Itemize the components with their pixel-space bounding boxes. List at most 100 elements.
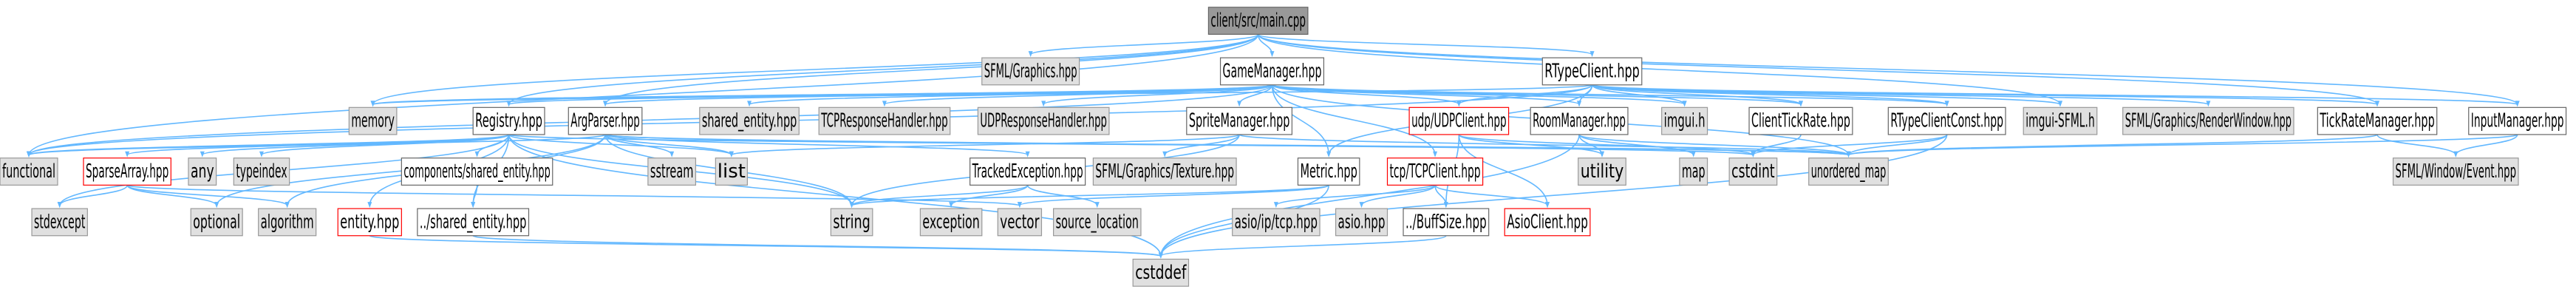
edge-line bbox=[1257, 33, 2378, 105]
node-renderwin[interactable]: SFML/Graphics/RenderWindow.hpp bbox=[2122, 106, 2294, 135]
node-udpclient[interactable]: udp/UDPClient.hpp bbox=[1408, 106, 1510, 135]
node-optional[interactable]: optional bbox=[190, 208, 243, 237]
node-vector[interactable]: vector bbox=[997, 208, 1043, 237]
edge-line bbox=[950, 184, 1029, 206]
node-sfml_tex[interactable]: SFML/Graphics/Texture.hpp bbox=[1092, 158, 1237, 186]
node-algorithm[interactable]: algorithm bbox=[258, 208, 317, 237]
node-label: memory bbox=[351, 110, 395, 132]
node-tracked[interactable]: TrackedException.hpp bbox=[970, 158, 1086, 186]
edge-line bbox=[1257, 33, 1593, 55]
node-imguisfml[interactable]: imgui-SFML.h bbox=[2023, 106, 2098, 135]
edge-main-to-gm bbox=[1257, 34, 1275, 58]
node-box bbox=[1219, 57, 1325, 86]
node-entity[interactable]: entity.hpp bbox=[337, 208, 402, 237]
edge-line bbox=[851, 184, 1029, 206]
node-asioclient[interactable]: AsioClient.hpp bbox=[1504, 208, 1591, 237]
node-box bbox=[1408, 106, 1510, 135]
node-box bbox=[258, 208, 317, 237]
edge-rtc-to-ctickrate bbox=[1591, 84, 1803, 107]
edge-line bbox=[1160, 134, 1580, 257]
node-shared_ent[interactable]: shared_entity.hpp bbox=[699, 106, 800, 135]
edge-rtc-to-imgui bbox=[1591, 84, 1687, 107]
node-sparsearray[interactable]: SparseArray.hpp bbox=[83, 158, 171, 186]
edge-arrowhead bbox=[57, 202, 62, 209]
node-sstream[interactable]: sstream bbox=[647, 158, 697, 186]
edge-line bbox=[884, 84, 1273, 106]
node-exception[interactable]: exception bbox=[919, 208, 983, 237]
node-box bbox=[188, 158, 217, 186]
edge-gm-to-spritemgr bbox=[1237, 84, 1273, 107]
node-imgui[interactable]: imgui.h bbox=[1661, 106, 1708, 135]
node-box bbox=[2392, 158, 2519, 186]
node-any[interactable]: any bbox=[188, 158, 217, 186]
node-spritemgr[interactable]: SpriteManager.hpp bbox=[1186, 106, 1292, 135]
node-label: TickRateManager.hpp bbox=[2320, 110, 2435, 132]
edge-line bbox=[1752, 134, 1948, 156]
node-utility[interactable]: utility bbox=[1578, 158, 1626, 186]
node-unordered[interactable]: unordered_map bbox=[1808, 158, 1889, 186]
edge-registry-to-typeindex bbox=[259, 134, 510, 158]
edge-line bbox=[126, 184, 288, 206]
edge-arrowhead bbox=[1751, 151, 1756, 158]
node-gm[interactable]: GameManager.hpp bbox=[1219, 57, 1325, 86]
node-memory[interactable]: memory bbox=[348, 106, 398, 135]
edge-arrowhead bbox=[200, 151, 205, 158]
node-comp_shared[interactable]: components/shared_entity.hpp bbox=[401, 158, 553, 186]
edge-spritemgr-to-sfml_tex bbox=[1162, 134, 1240, 158]
node-stdexcept[interactable]: stdexcept bbox=[31, 208, 88, 237]
node-functional[interactable]: functional bbox=[0, 158, 58, 186]
node-sfml_event[interactable]: SFML/Window/Event.hpp bbox=[2392, 158, 2519, 186]
node-label: stdexcept bbox=[34, 211, 85, 233]
edge-metric-to-vector bbox=[1017, 184, 1329, 209]
node-label: InputManager.hpp bbox=[2471, 110, 2564, 132]
node-string[interactable]: string bbox=[830, 208, 873, 237]
edge-arrowhead bbox=[729, 151, 734, 158]
node-sfml_gfx[interactable]: SFML/Graphics.hpp bbox=[981, 57, 1080, 86]
node-label: SFML/Window/Event.hpp bbox=[2396, 160, 2516, 183]
node-cstddef[interactable]: cstddef bbox=[1132, 258, 1190, 287]
node-label: any bbox=[191, 160, 214, 183]
node-inputmgr[interactable]: InputManager.hpp bbox=[2468, 106, 2567, 135]
node-box bbox=[348, 106, 398, 135]
edge-rtcconst-to-cstdint bbox=[1751, 134, 1948, 158]
edge-arrowhead bbox=[1682, 101, 1687, 107]
node-label: client/src/main.cpp bbox=[1210, 10, 1305, 32]
node-box bbox=[1530, 106, 1629, 135]
node-ctickrate[interactable]: ClientTickRate.hpp bbox=[1748, 106, 1853, 135]
edge-spritemgr-to-list bbox=[729, 134, 1240, 158]
edge-arrowhead bbox=[1433, 151, 1438, 158]
edge-arrowhead bbox=[471, 202, 476, 209]
node-argparser[interactable]: ArgParser.hpp bbox=[568, 106, 643, 135]
edge-line bbox=[851, 184, 1329, 206]
node-asio_tcp[interactable]: asio/ip/tcp.hpp bbox=[1232, 208, 1321, 237]
node-roommgr[interactable]: RoomManager.hpp bbox=[1530, 106, 1629, 135]
node-rtcconst[interactable]: RTypeClientConst.hpp bbox=[1887, 106, 2006, 135]
node-registry[interactable]: Registry.hpp bbox=[472, 106, 545, 135]
node-rtc[interactable]: RTypeClient.hpp bbox=[1541, 57, 1643, 86]
node-tcprh[interactable]: TCPResponseHandler.hpp bbox=[818, 106, 951, 135]
node-asio[interactable]: asio.hpp bbox=[1335, 208, 1388, 237]
node-tickratemgr[interactable]: TickRateManager.hpp bbox=[2317, 106, 2438, 135]
node-map[interactable]: map bbox=[1679, 158, 1708, 186]
node-shared_rel[interactable]: ../shared_entity.hpp bbox=[417, 208, 530, 237]
edge-argparser-to-unordered bbox=[604, 134, 1851, 158]
node-buffsize[interactable]: ../BuffSize.hpp bbox=[1403, 208, 1490, 237]
node-tcpclient[interactable]: tcp/TCPClient.hpp bbox=[1386, 158, 1484, 186]
edge-arrowhead bbox=[1545, 202, 1550, 209]
node-list[interactable]: list bbox=[715, 158, 748, 186]
edge-rtcconst-to-unordered bbox=[1846, 134, 1948, 158]
node-metric[interactable]: Metric.hpp bbox=[1297, 158, 1360, 186]
edge-arrowhead bbox=[1041, 101, 1046, 107]
node-main[interactable]: client/src/main.cpp bbox=[1207, 7, 1309, 35]
node-label: UDPResponseHandler.hpp bbox=[980, 110, 1107, 132]
node-box bbox=[1504, 208, 1591, 237]
node-udprh[interactable]: UDPResponseHandler.hpp bbox=[977, 106, 1110, 135]
edge-arrowhead bbox=[2057, 101, 2062, 107]
node-box bbox=[1092, 158, 1237, 186]
node-label: ArgParser.hpp bbox=[570, 110, 640, 132]
node-cstdint[interactable]: cstdint bbox=[1728, 158, 1778, 186]
edge-line bbox=[604, 34, 1259, 105]
node-typeindex[interactable]: typeindex bbox=[233, 158, 290, 186]
node-srcloc[interactable]: source_location bbox=[1053, 208, 1142, 237]
